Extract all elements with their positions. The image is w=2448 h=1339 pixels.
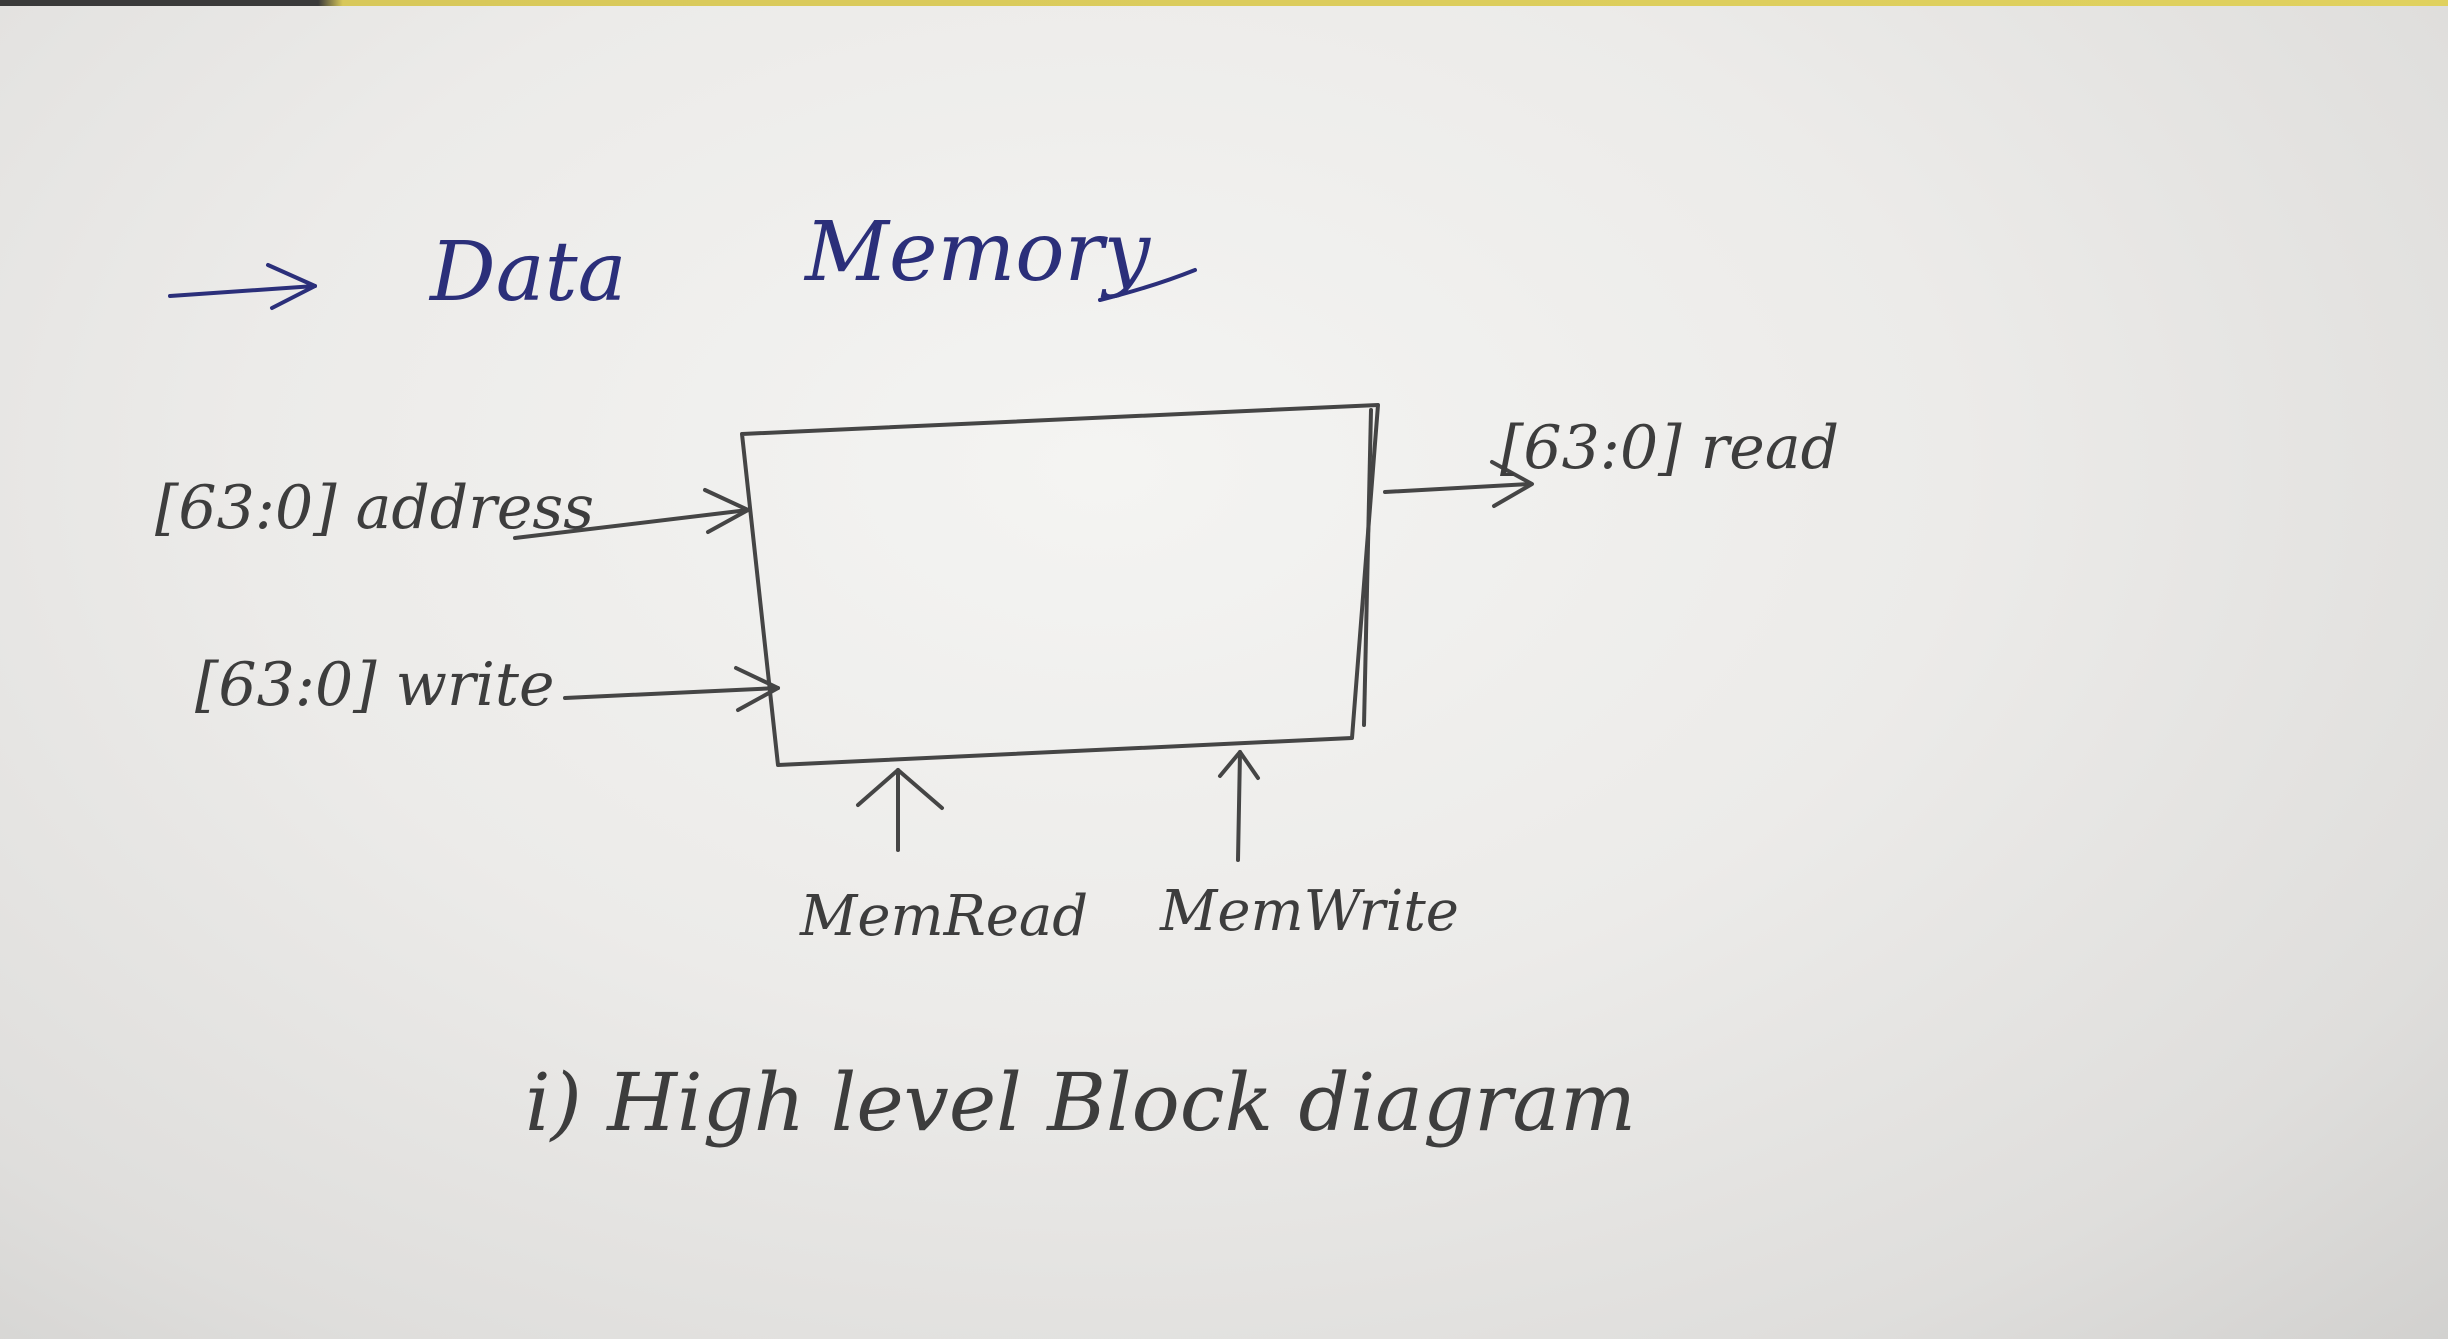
read-output-label: [63:0] read bbox=[1500, 413, 1839, 483]
memread-control-label: MemRead bbox=[799, 884, 1088, 949]
title-memory: Memory bbox=[803, 205, 1152, 300]
title-underline-flourish bbox=[1098, 268, 1197, 302]
paper-top-edge bbox=[0, 0, 2448, 6]
read-output-arrow bbox=[1383, 460, 1534, 508]
memwrite-control-label: MemWrite bbox=[1159, 879, 1459, 944]
memwrite-control-arrow bbox=[1218, 750, 1260, 862]
write-input-label: [63:0] write bbox=[195, 650, 554, 720]
data-memory-block bbox=[740, 403, 1380, 767]
diagram-caption: i) High level Block diagram bbox=[525, 1056, 1636, 1149]
memread-control-arrow bbox=[856, 768, 944, 852]
title-data: Data bbox=[428, 225, 626, 320]
write-input-arrow bbox=[563, 666, 780, 712]
title-arrow bbox=[168, 263, 317, 310]
address-input-label: [63:0] address bbox=[155, 473, 594, 543]
address-input-arrow bbox=[513, 488, 750, 540]
